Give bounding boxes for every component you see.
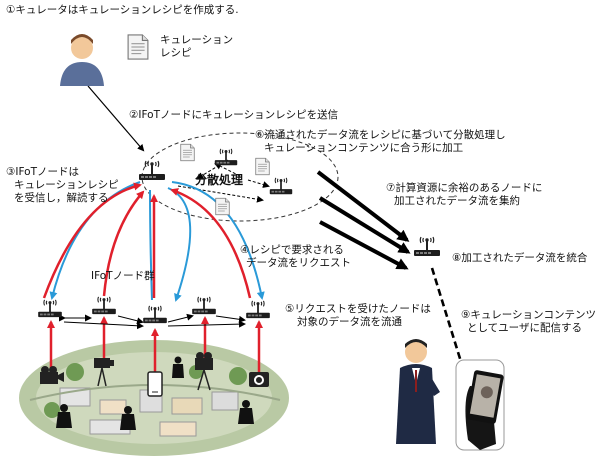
step5-label-line2: 対象のデータ流を流通	[297, 316, 402, 328]
step4-label-line1: ④レシピで要求される	[240, 244, 344, 256]
smartphone-icon	[147, 371, 163, 397]
router-icon	[191, 296, 217, 315]
node-group-label: IFoTノード群	[91, 270, 155, 282]
step7-label-line2: 加工されたデータ流を集約	[394, 195, 520, 207]
user-with-smartphone	[396, 339, 440, 444]
step5-label-line1: ⑤リクエストを受けたノードは	[285, 303, 431, 315]
request-arrows	[42, 182, 263, 380]
document-icon	[215, 197, 230, 216]
step8-label: ⑧加工されたデータ流を統合	[452, 252, 588, 264]
step2-label: ②IFoTノードにキュレーションレシピを送信	[129, 109, 339, 121]
step9-label-line1: ⑨キュレーションコンテンツ	[461, 309, 596, 321]
delivery-arrow	[430, 267, 470, 381]
node-links	[59, 313, 246, 330]
router-icon	[37, 299, 63, 318]
document-icon	[127, 34, 149, 60]
router-icon	[142, 305, 168, 324]
step6-label-line1: ⑥流通されたデータ流をレシピに基づいて分散処理し	[255, 129, 506, 141]
step9-label-line2: としてユーザに配信する	[467, 322, 582, 334]
distributed-processing-label: 分散処理	[195, 173, 244, 187]
step4-label-line2: データ流をリクエスト	[246, 257, 351, 269]
video-camera-icon	[195, 352, 213, 391]
recipe-label-line2: レシピ	[160, 47, 192, 59]
step3-label-line3: を受信し，解読する	[14, 192, 109, 204]
town-scene	[19, 340, 289, 456]
step1-label: ①キュレータはキュレーションレシピを作成する.	[6, 4, 239, 16]
router-icon	[214, 148, 238, 166]
recipe-send-arrow	[87, 85, 145, 152]
person-icon	[60, 34, 104, 86]
step3-label-line1: ③IFoTノードは	[6, 166, 80, 178]
aggregate-arrows	[316, 170, 411, 270]
router-icon	[91, 296, 117, 315]
step3-label-line2: キュレーションレシピ	[14, 179, 119, 191]
document-icon	[180, 143, 195, 162]
router-icon	[245, 300, 271, 319]
video-camera-icon	[94, 358, 114, 387]
video-camera-icon	[40, 366, 64, 384]
camera-icon	[249, 372, 269, 387]
document-icon	[255, 157, 270, 176]
step7-label-line1: ⑦計算資源に余裕のあるノードに	[386, 182, 543, 194]
distributed-processing-area	[141, 132, 339, 222]
smartphone-icon	[455, 359, 505, 451]
router-icon	[269, 177, 293, 195]
step6-label-line2: キュレーションコンテンツに合う形に加工	[264, 142, 464, 154]
router-icon	[413, 236, 441, 257]
router-icon	[138, 160, 166, 181]
recipe-label-line1: キュレーション	[160, 34, 234, 46]
